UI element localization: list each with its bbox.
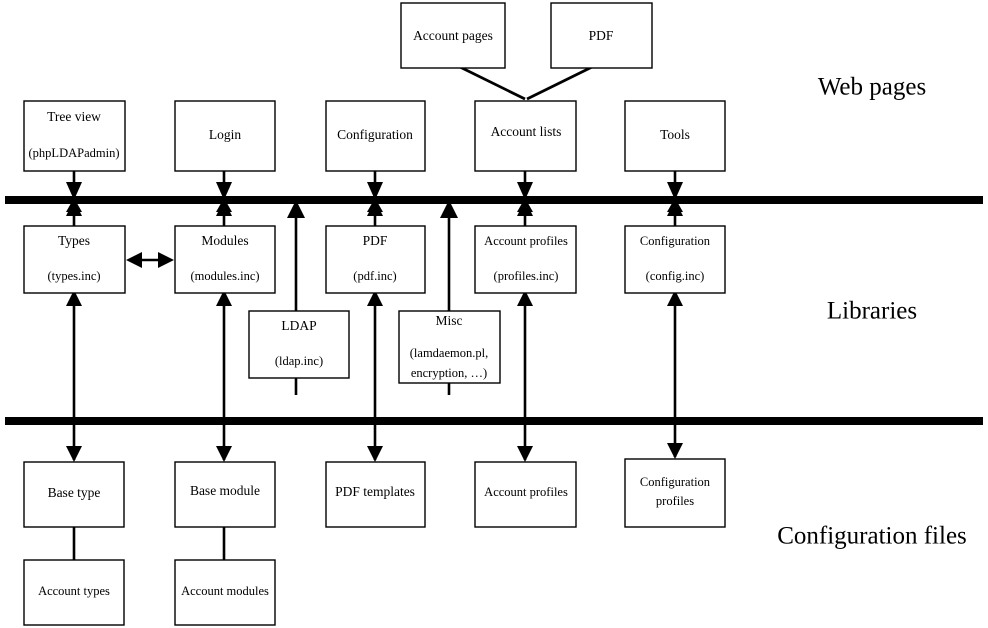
edge-types-modules — [126, 252, 174, 268]
node-types-lib-sublabel: (types.inc) — [47, 269, 100, 283]
node-account-profiles-lib-sublabel: (profiles.inc) — [494, 269, 559, 283]
node-ldap-lib-sublabel: (ldap.inc) — [275, 354, 323, 368]
node-account-profiles-files-label: Account profiles — [484, 485, 568, 499]
node-account-modules-label: Account modules — [181, 584, 269, 598]
band-label-configuration-files: Configuration files — [777, 523, 967, 550]
edge-configuration-lib-to-bar — [667, 200, 683, 226]
node-account-pages-label: Account pages — [413, 28, 493, 43]
node-tree-view-sublabel: (phpLDAPadmin) — [29, 146, 120, 160]
node-base-module-label: Base module — [190, 483, 260, 498]
node-configuration-lib-sublabel: (config.inc) — [646, 269, 705, 283]
node-pdf-source-label: PDF — [589, 28, 614, 43]
node-account-types-label: Account types — [38, 584, 110, 598]
node-pdf-templates-label: PDF templates — [335, 484, 415, 499]
node-base-type[interactable]: Base type — [23, 461, 125, 528]
node-types-lib[interactable]: Types (types.inc) — [23, 225, 126, 294]
node-pdf-templates[interactable]: PDF templates — [325, 461, 426, 528]
node-configuration-profiles-files[interactable]: Configuration profiles — [624, 458, 726, 528]
edge-base-type-to-types — [66, 290, 82, 462]
node-modules-lib-sublabel: (modules.inc) — [190, 269, 259, 283]
edge-pdf-templates-to-pdf-lib — [367, 290, 383, 462]
node-misc-lib[interactable]: Misc (lamdaemon.pl, encryption, …) — [398, 310, 501, 384]
node-account-lists-label: Account lists — [491, 124, 562, 139]
node-misc-lib-sublabel-2: encryption, …) — [411, 366, 487, 380]
edge-pdf-to-account-lists — [526, 65, 593, 101]
node-account-profiles-files[interactable]: Account profiles — [474, 461, 577, 528]
node-configuration-profiles-files-label-1: Configuration — [640, 475, 711, 489]
node-modules-lib[interactable]: Modules (modules.inc) — [174, 225, 276, 294]
band-label-web-pages: Web pages — [818, 74, 926, 101]
node-configuration-page[interactable]: Configuration — [325, 100, 426, 172]
edge-configuration-profiles-to-lib — [667, 290, 683, 459]
node-pdf-lib-sublabel: (pdf.inc) — [353, 269, 396, 283]
node-account-pages[interactable]: Account pages — [400, 2, 506, 69]
edge-base-module-to-modules — [216, 290, 232, 462]
node-base-module[interactable]: Base module — [174, 461, 276, 528]
layer-bar-web-libraries — [5, 196, 983, 204]
node-account-profiles-lib[interactable]: Account profiles (profiles.inc) — [474, 225, 577, 294]
node-pdf-lib-label: PDF — [363, 233, 388, 248]
node-account-types[interactable]: Account types — [23, 559, 125, 626]
node-modules-lib-label: Modules — [201, 233, 248, 248]
node-configuration-page-label: Configuration — [337, 127, 413, 142]
edge-account-pages-to-account-lists — [459, 65, 526, 101]
edge-types-to-bar — [66, 200, 82, 226]
node-ldap-lib-label: LDAP — [281, 318, 316, 333]
node-tools[interactable]: Tools — [624, 100, 726, 172]
edge-pdf-lib-to-bar — [367, 200, 383, 226]
node-base-type-label: Base type — [48, 485, 101, 500]
edge-modules-to-bar — [216, 200, 232, 226]
band-label-libraries: Libraries — [827, 298, 917, 325]
node-misc-lib-sublabel-1: (lamdaemon.pl, — [410, 346, 488, 360]
node-types-lib-label: Types — [58, 233, 90, 248]
node-account-modules[interactable]: Account modules — [174, 559, 276, 626]
node-pdf-source[interactable]: PDF — [550, 2, 653, 69]
node-tree-view-label: Tree view — [47, 109, 101, 124]
node-configuration-profiles-files-label-2: profiles — [656, 494, 694, 508]
layer-bar-libraries-config — [5, 417, 983, 425]
node-tools-label: Tools — [660, 127, 690, 142]
node-pdf-lib[interactable]: PDF (pdf.inc) — [325, 225, 426, 294]
node-configuration-lib[interactable]: Configuration (config.inc) — [624, 225, 726, 294]
node-login-label: Login — [209, 127, 241, 142]
edge-account-profiles-to-bar — [517, 200, 533, 226]
node-tree-view[interactable]: Tree view (phpLDAPadmin) — [23, 100, 126, 172]
node-misc-lib-label: Misc — [436, 313, 463, 328]
node-configuration-lib-label: Configuration — [640, 234, 711, 248]
node-account-profiles-lib-label: Account profiles — [484, 234, 568, 248]
node-account-lists[interactable]: Account lists — [474, 100, 577, 172]
edge-account-profiles-files-to-lib — [517, 290, 533, 462]
node-login[interactable]: Login — [174, 100, 276, 172]
node-ldap-lib[interactable]: LDAP (ldap.inc) — [248, 310, 350, 379]
